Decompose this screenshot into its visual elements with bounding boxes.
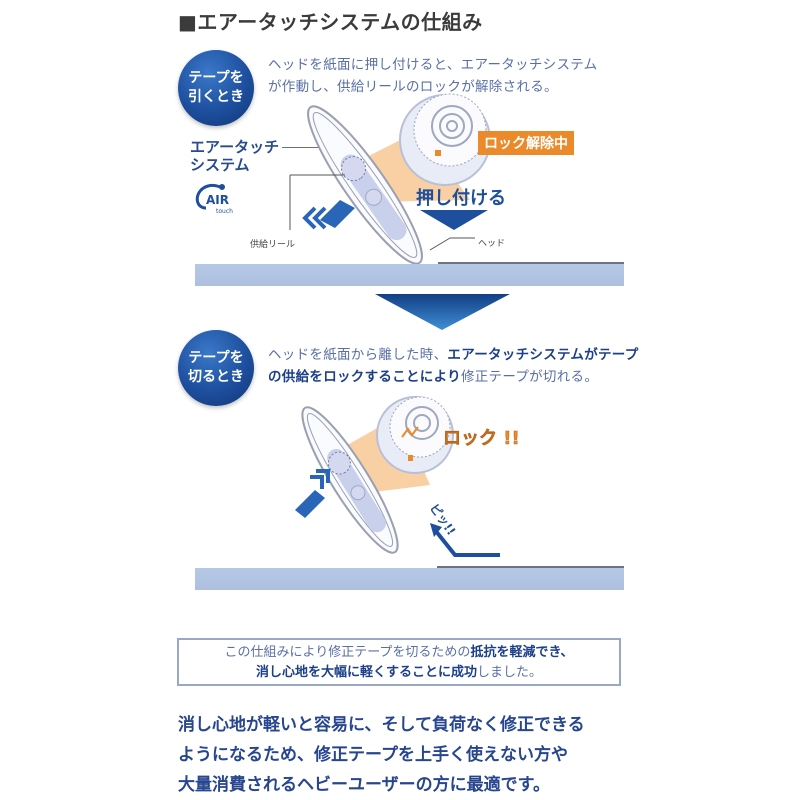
badge-line1: テープを [188,70,244,86]
desc-line: ヘッドを紙面に押し付けると、エアータッチシステム [268,57,598,73]
summary-plain: この仕組みにより修正テープを切るための [224,645,471,660]
desc-bold: エアータッチシステムがテープ [447,347,639,363]
summary-box: この仕組みにより修正テープを切るための抵抗を軽減でき、 消し心地を大幅に軽くする… [177,638,621,686]
air-touch-system-label: エアータッチ システム [190,138,279,174]
badge-line1: テープを [188,350,244,366]
badge-line2: 切るとき [188,369,244,385]
tape-edge [437,566,624,568]
summary-bold: 消し心地を大幅に軽くすることに成功 [255,665,477,680]
leader-line [282,147,340,148]
desc-plain: ヘッドを紙面から離した時、 [268,347,448,363]
cut-tape-badge: テープを 切るとき [178,330,254,406]
pull-description: ヘッドを紙面に押し付けると、エアータッチシステム が作動し、供給リールのロックが… [268,54,597,98]
label-line: システム [190,156,250,174]
summary-bold: 抵抗を軽減でき、 [470,645,574,660]
paper-surface [195,264,624,286]
cut-description: ヘッドを紙面から離した時、エアータッチシステムがテープ の供給をロックすることに… [268,344,639,388]
desc-bold: の供給をロックすることにより [268,369,461,385]
push-label: 押し付ける [416,188,506,209]
air-logo-icon: AIR touch [195,183,233,215]
bottom-line: ようになるため、修正テープを上手く使えない方や [178,745,568,765]
bottom-description: 消し心地が軽いと容易に、そして負荷なく修正できる ようになるため、修正テープを上… [178,710,628,800]
unlocking-tag: ロック解除中 [478,131,574,155]
tape-edge [438,262,624,264]
transition-arrow-icon [375,294,510,330]
lock-label: ロック !! [443,428,520,450]
pull-tape-badge: テープを 引くとき [178,50,254,126]
svg-text:touch: touch [216,208,233,215]
supply-reel-label: 供給リール [250,240,296,250]
paper-surface [195,568,624,590]
air-touch-logo: AIR touch [192,180,242,216]
bottom-line: 大量消費されるヘビーユーザーの方に最適です。 [178,775,550,795]
device-illustration-lock [295,396,500,557]
head-label: ヘッド [478,239,506,249]
desc-plain: 修正テープが切れる。 [460,369,599,385]
device-illustration-unlock [289,93,491,265]
badge-line2: 引くとき [188,89,244,105]
summary-plain: しました。 [477,665,543,680]
page-title: ■エアータッチシステムの仕組み [178,10,483,34]
desc-line: が作動し、供給リールのロックが解除される。 [268,79,558,95]
svg-text:AIR: AIR [206,193,229,207]
bottom-line: 消し心地が軽いと容易に、そして負荷なく修正できる [178,715,585,735]
label-line: エアータッチ [190,138,280,156]
